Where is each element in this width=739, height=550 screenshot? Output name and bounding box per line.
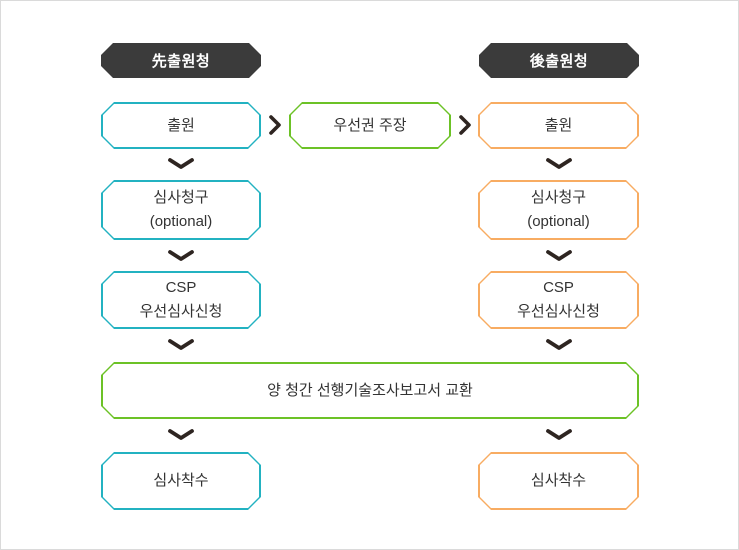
header-second-filing-office: 後출원청 (479, 43, 639, 78)
header-first-filing-office-label: 先출원청 (151, 53, 211, 70)
node-exam-start-first: 심사착수 (101, 452, 261, 510)
node-exam-start-first-label: 심사착수 (153, 472, 209, 489)
node-filing-first: 출원 (101, 102, 261, 149)
node-exam-start-second: 심사착수 (478, 452, 639, 510)
chevron-down-icon (545, 428, 573, 442)
chevron-down-icon (545, 157, 573, 171)
node-exam-request-second-note: (optional) (527, 213, 590, 230)
node-exam-request-first-label: 심사청구 (153, 189, 209, 206)
chevron-right-icon (458, 114, 472, 136)
chevron-down-icon (167, 338, 195, 352)
node-exam-request-second-label: 심사청구 (530, 189, 587, 206)
node-filing-second: 출원 (478, 102, 639, 149)
node-csp-request-first: CSP 우선심사신청 (101, 271, 261, 329)
node-csp-request-first-sub: 우선심사신청 (139, 303, 223, 320)
chevron-down-icon (545, 249, 573, 263)
chevron-down-icon (167, 157, 195, 171)
node-exam-start-second-label: 심사착수 (530, 472, 587, 489)
chevron-right-icon (268, 114, 282, 136)
node-filing-second-label: 출원 (544, 116, 573, 134)
node-priority-claim: 우선권 주장 (289, 102, 451, 149)
node-csp-request-second-label: CSP (543, 279, 574, 296)
node-exam-request-second: 심사청구 (optional) (478, 180, 639, 240)
node-filing-first-label: 출원 (167, 116, 195, 134)
chevron-down-icon (545, 338, 573, 352)
node-exam-request-first-note: (optional) (149, 213, 213, 230)
node-search-report-exchange: 양 청간 선행기술조사보고서 교환 (101, 362, 639, 419)
node-csp-request-second: CSP 우선심사신청 (478, 271, 639, 329)
node-exam-request-first: 심사청구 (optional) (101, 180, 261, 240)
header-second-filing-office-label: 後출원청 (529, 53, 589, 70)
chevron-down-icon (167, 249, 195, 263)
node-csp-request-second-sub: 우선심사신청 (517, 303, 600, 320)
header-first-filing-office: 先출원청 (101, 43, 261, 78)
node-priority-claim-label: 우선권 주장 (333, 116, 407, 134)
node-search-report-exchange-label: 양 청간 선행기술조사보고서 교환 (267, 381, 473, 399)
chevron-down-icon (167, 428, 195, 442)
node-csp-request-first-label: CSP (165, 279, 197, 296)
